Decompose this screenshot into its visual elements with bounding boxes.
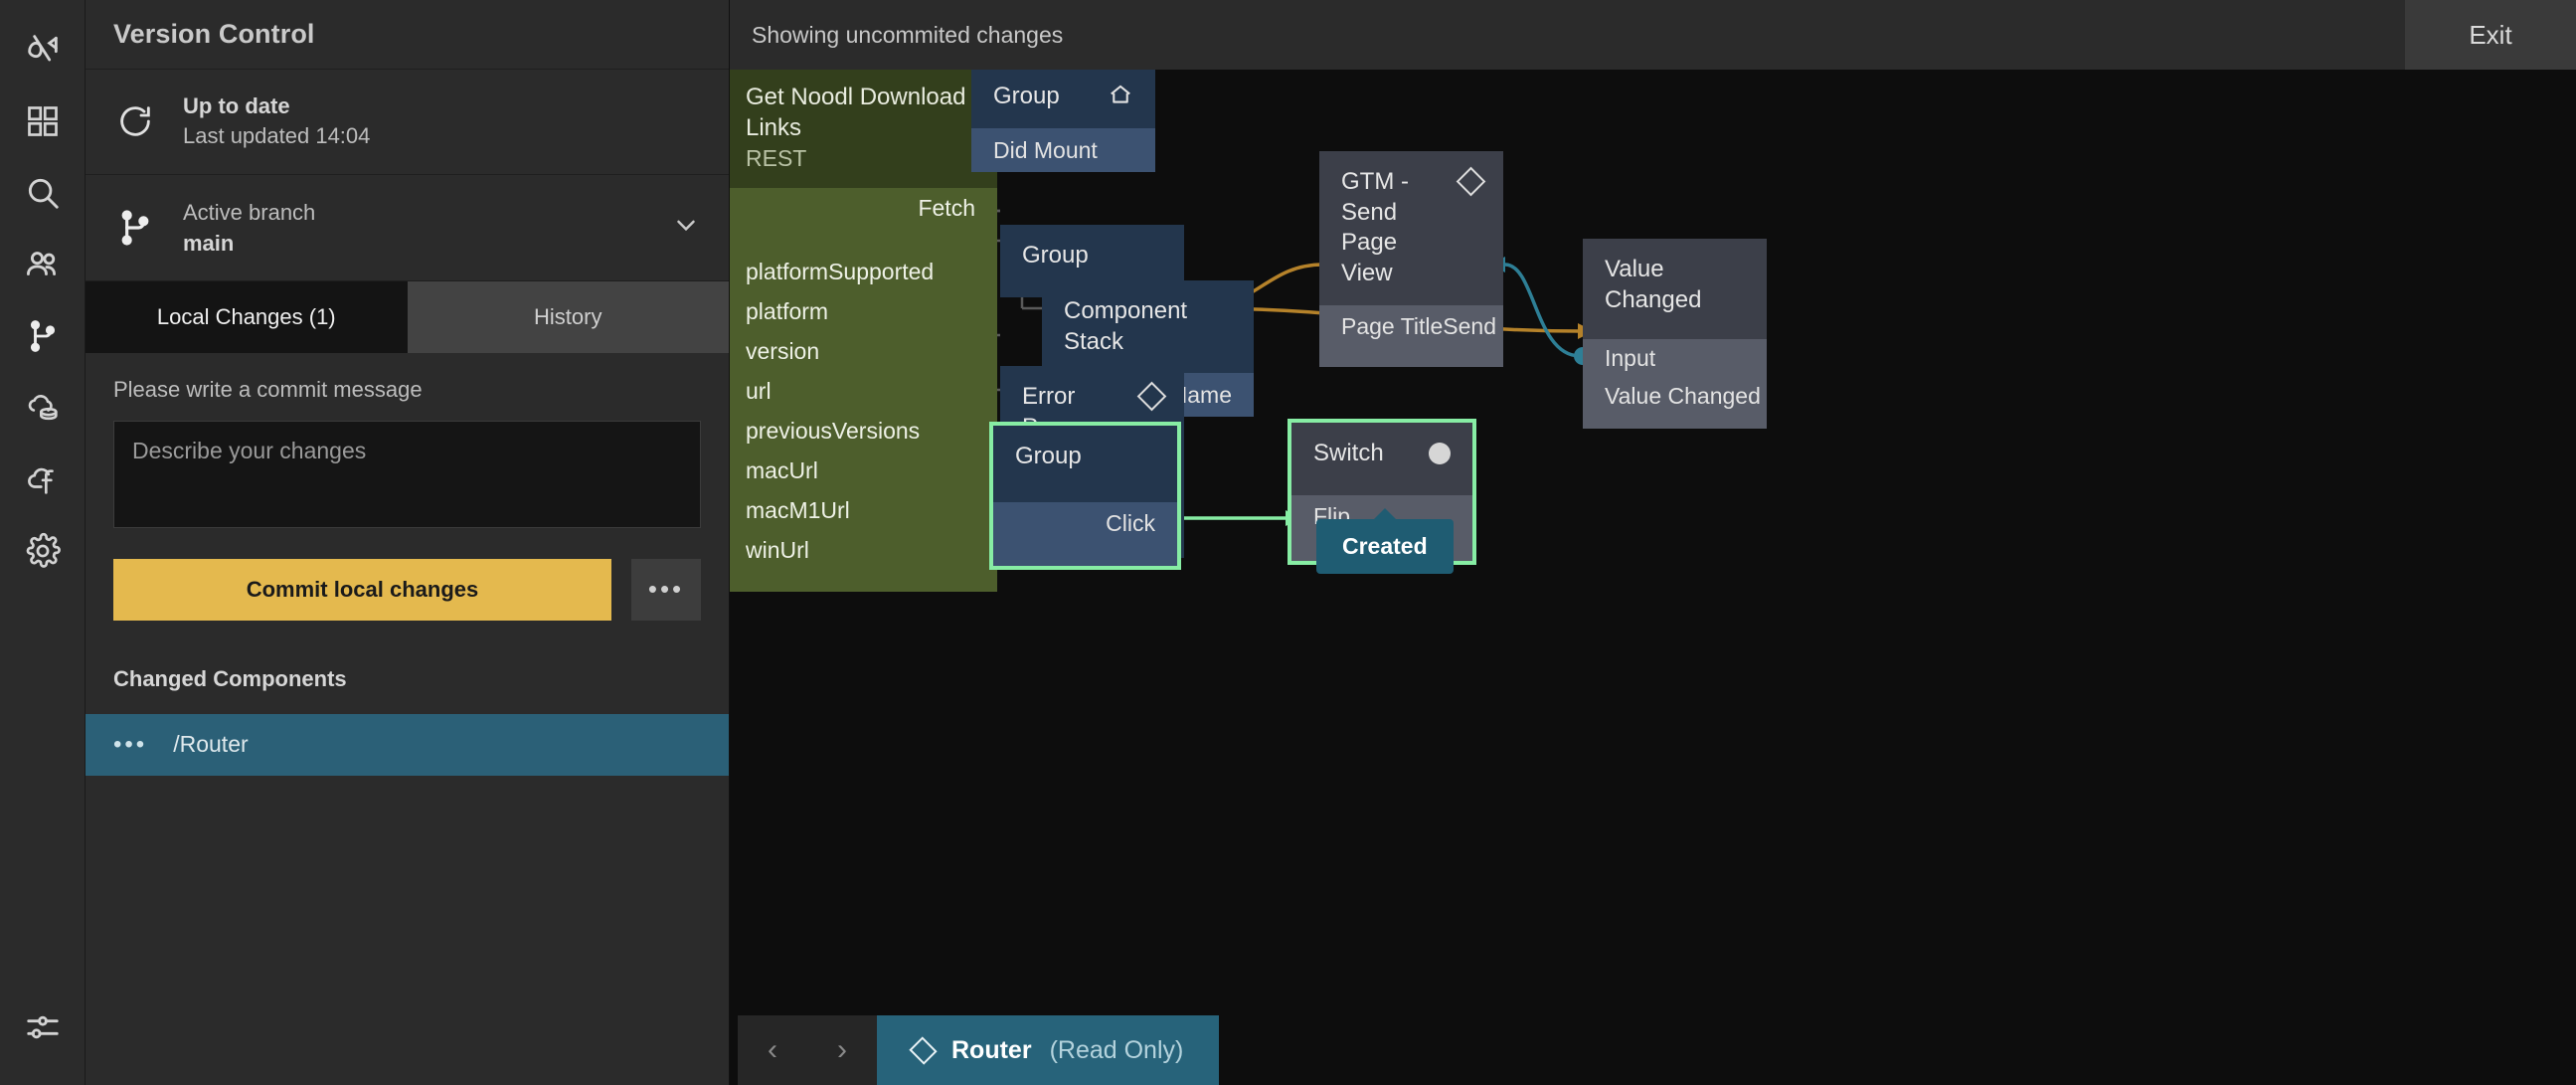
- home-icon: [1108, 82, 1133, 112]
- node-title: Component Stack: [1064, 297, 1188, 355]
- sync-status-text: Up to date Last updated 14:04: [183, 91, 701, 152]
- diamond-icon: [1456, 166, 1486, 197]
- node-subtitle: REST: [746, 145, 807, 172]
- commit-message-input[interactable]: [113, 420, 701, 528]
- main-area: Showing uncommited changes Exit: [730, 0, 2576, 1085]
- node-title: Group: [1022, 242, 1089, 269]
- nav-back-button[interactable]: ‹: [768, 1033, 777, 1066]
- refresh-icon[interactable]: [113, 101, 157, 141]
- tab-router[interactable]: Router (Read Only): [877, 1015, 1220, 1085]
- top-status-bar: Showing uncommited changes Exit: [730, 0, 2576, 70]
- tab-router-state: (Read Only): [1049, 1035, 1184, 1064]
- port-page-title[interactable]: Page Title: [1341, 313, 1444, 340]
- active-branch-value: main: [183, 230, 235, 256]
- port-did-mount[interactable]: Did Mount: [993, 136, 1098, 163]
- users-icon[interactable]: [0, 229, 86, 300]
- port-click[interactable]: Click: [1106, 510, 1155, 537]
- commit-section: Please write a commit message Commit loc…: [86, 353, 729, 621]
- node-value-changed[interactable]: Value Changed Input Value Changed: [1583, 239, 1767, 430]
- cloud-services-icon[interactable]: [0, 372, 86, 444]
- node-title: Value Changed: [1605, 256, 1702, 313]
- panel-title: Version Control: [86, 0, 729, 70]
- connection-wires: [885, 162, 1594, 527]
- node-title: Get Noodl Download Links: [746, 84, 966, 142]
- commit-actions: Commit local changes •••: [113, 558, 701, 621]
- port-input[interactable]: Input: [1605, 344, 1656, 371]
- active-branch-label: Active branch: [183, 199, 316, 225]
- node-ports: Fetch platformSupported platform version…: [730, 188, 997, 592]
- port-version[interactable]: version: [746, 337, 820, 364]
- port-platformsupported[interactable]: platformSupported: [746, 258, 935, 284]
- node-group-click[interactable]: Group Click: [989, 422, 1181, 570]
- port-value-changed-out[interactable]: Value Changed: [1605, 382, 1761, 409]
- node-title: GTM - Send Page View: [1341, 168, 1409, 287]
- uncommitted-status-text: Showing uncommited changes: [752, 21, 1064, 48]
- sliders-icon[interactable]: [0, 992, 86, 1063]
- node-title: Group: [1015, 443, 1082, 469]
- exit-button[interactable]: Exit: [2405, 0, 2576, 70]
- port-fetch[interactable]: Fetch: [918, 194, 975, 221]
- bottom-tab-bar: ‹ › Router (Read Only): [730, 1015, 2576, 1085]
- node-header: GTM - Send Page View: [1319, 151, 1503, 305]
- port-url[interactable]: url: [746, 377, 772, 404]
- changed-component-row-router[interactable]: ••• /Router: [86, 713, 729, 776]
- node-header: Switch: [1291, 423, 1472, 495]
- tab-history[interactable]: History: [407, 280, 729, 353]
- circle-icon: [1429, 443, 1451, 464]
- diamond-icon: [909, 1035, 938, 1065]
- node-group-root[interactable]: Group Did Mount: [971, 70, 1155, 172]
- sync-last-updated: Last updated 14:04: [183, 123, 371, 149]
- commit-more-options-button[interactable]: •••: [631, 558, 701, 621]
- row-more-icon[interactable]: •••: [113, 730, 148, 758]
- left-icon-rail: [0, 0, 86, 1085]
- sync-status-row[interactable]: Up to date Last updated 14:04: [86, 70, 729, 175]
- node-gtm-send-page-view[interactable]: GTM - Send Page View Page Title Send: [1319, 151, 1503, 367]
- tab-local-changes[interactable]: Local Changes (1): [86, 280, 408, 353]
- diamond-icon: [1136, 381, 1167, 412]
- node-header: Get Noodl Download Links REST: [730, 70, 997, 189]
- created-tooltip: Created: [1316, 508, 1454, 574]
- port-platform[interactable]: platform: [746, 297, 829, 324]
- port-macm1url[interactable]: macM1Url: [746, 496, 850, 523]
- node-ports: Page Title Send: [1319, 304, 1503, 367]
- sync-status-label: Up to date: [183, 93, 290, 118]
- commit-message-label: Please write a commit message: [113, 376, 423, 402]
- node-ports: Click: [993, 501, 1177, 566]
- port-gap-bottom: [730, 570, 997, 592]
- node-header: Group: [971, 70, 1155, 128]
- changed-components-header: Changed Components: [113, 665, 347, 691]
- search-icon[interactable]: [0, 157, 86, 229]
- node-rest-get-noodl-download-links[interactable]: Get Noodl Download Links REST Fetch plat…: [730, 70, 997, 593]
- port-row-page-title-send: Page Title Send: [1319, 305, 1503, 349]
- tab-router-label: Router: [951, 1035, 1032, 1064]
- node-title: Switch: [1313, 440, 1384, 466]
- port-macurl[interactable]: macUrl: [746, 456, 818, 483]
- changed-component-name: /Router: [173, 731, 249, 758]
- version-control-branch-icon[interactable]: [0, 300, 86, 372]
- components-grid-icon[interactable]: [0, 86, 86, 157]
- node-title: Group: [993, 83, 1060, 109]
- version-control-panel: Version Control Up to date Last updated …: [86, 0, 730, 1085]
- port-winurl[interactable]: winUrl: [746, 536, 809, 563]
- canvas-nav-buttons: ‹ ›: [738, 1015, 877, 1085]
- panel-tabs: Local Changes (1) History: [86, 280, 729, 353]
- port-gap: [730, 228, 997, 252]
- node-graph-canvas[interactable]: Get Noodl Download Links REST Fetch plat…: [730, 70, 2576, 1085]
- noodl-logo-icon[interactable]: [0, 14, 86, 86]
- active-branch-row[interactable]: Active branch main: [86, 175, 729, 281]
- nav-forward-button[interactable]: ›: [837, 1033, 847, 1066]
- node-ports: Did Mount: [971, 128, 1155, 172]
- chevron-down-icon[interactable]: [671, 210, 701, 245]
- active-branch-text: Active branch main: [183, 197, 645, 259]
- port-send[interactable]: Send: [1443, 313, 1497, 340]
- node-header: Component Stack: [1042, 280, 1254, 374]
- branch-icon: [113, 208, 157, 248]
- node-ports: Input Value Changed: [1583, 339, 1767, 430]
- port-previousversions[interactable]: previousVersions: [746, 417, 921, 444]
- node-header: Group: [993, 426, 1177, 502]
- commit-local-changes-button[interactable]: Commit local changes: [113, 558, 611, 621]
- cloud-functions-icon[interactable]: [0, 444, 86, 515]
- node-header: Value Changed: [1583, 239, 1767, 340]
- gear-icon[interactable]: [0, 515, 86, 587]
